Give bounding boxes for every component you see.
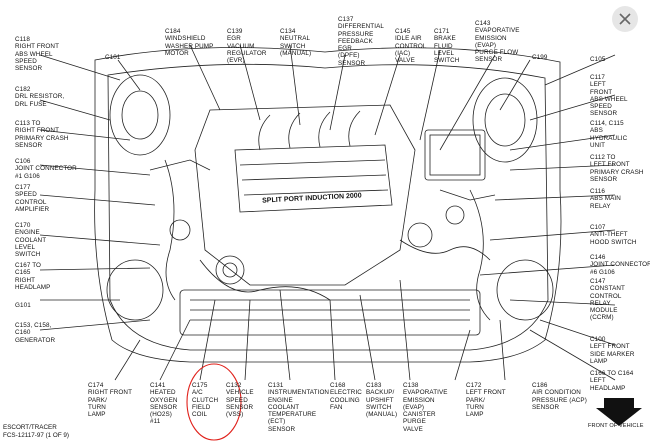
label-c171: C171 BRAKE FLUID LEVEL SWITCH	[434, 28, 460, 65]
label-c112: C112 TO LEFT FRONT PRIMARY CRASH SENSOR	[590, 154, 644, 183]
label-c168: C168 ELECTRIC COOLING FAN	[330, 382, 362, 411]
label-c172: C172 LEFT FRONT PARK/ TURN LAMP	[466, 382, 506, 419]
label-c134: C134 NEUTRAL SWITCH (MANUAL)	[280, 28, 312, 57]
label-g101: G101	[15, 302, 31, 309]
label-c167: C167 TO C165 RIGHT HEADLAMP	[15, 262, 51, 291]
label-c105: C105	[590, 56, 606, 63]
label-c166: C166 TO C164 LEFT HEADLAMP	[590, 370, 634, 392]
label-c138: C138 EVAPORATIVE EMISSION (EVAP) CANISTE…	[403, 382, 448, 433]
label-c100: C100 LEFT FRONT SIDE MARKER LAMP	[590, 336, 635, 365]
label-c114: C114, C115 ABS HYDRAULIC UNIT	[590, 120, 628, 149]
label-c147: C147 CONSTANT CONTROL RELAY MODULE (CCRM…	[590, 278, 625, 322]
label-c153: C153, C158, C160 GENERATOR	[15, 322, 56, 344]
label-c117: C117 LEFT FRONT ABS WHEEL SPEED SENSOR	[590, 74, 628, 118]
label-c186: C186 AIR CONDITION PRESSURE (ACP) SENSOR	[532, 382, 587, 411]
label-c116: C116 ABS MAIN RELAY	[590, 188, 621, 210]
label-c106: C106 JOINT CONNECTOR #1 G106	[15, 158, 77, 180]
front-of-vehicle-label: FRONT OF VEHICLE	[588, 423, 644, 429]
label-c107: C107 ANTI-THEFT HOOD SWITCH	[590, 224, 637, 246]
label-c182: C182 DRL RESISTOR, DRL FUSE	[15, 86, 65, 108]
label-c175: C175 A/C CLUTCH FIELD COIL	[192, 382, 219, 419]
label-c199: C199	[532, 54, 548, 61]
label-c132: C132 VEHICLE SPEED SENSOR (VSS)	[226, 382, 254, 419]
label-c177: C177 SPEED CONTROL AMPLIFIER	[15, 184, 50, 213]
label-c183: C183 BACKUP/ UPSHIFT SWITCH (MANUAL)	[366, 382, 398, 419]
label-c131: C131 INSTRUMENTATION ENGINE COOLANT TEMP…	[268, 382, 330, 433]
front-arrow-icon	[596, 398, 642, 426]
label-c145: C145 IDLE AIR CONTROL (IAC) VALVE	[395, 28, 427, 65]
close-button[interactable]	[612, 6, 638, 32]
close-icon	[619, 13, 631, 25]
label-c146: C146 JOINT CONNECTOR #6 G106	[590, 254, 650, 276]
highlight-circle	[186, 363, 242, 441]
label-c113: C113 TO RIGHT FRONT PRIMARY CRASH SENSOR	[15, 120, 69, 149]
footer-model: ESCORT/TRACER	[3, 424, 57, 431]
label-c141: C141 HEATED OXYGEN SENSOR (HO2S) #11	[150, 382, 178, 426]
label-c101: C101	[105, 54, 121, 61]
label-c170: C170 ENGINE COOLANT LEVEL SWITCH	[15, 222, 47, 259]
label-c143: C143 EVAPORATIVE EMISSION (EVAP) PURGE F…	[475, 20, 520, 64]
label-c184: C184 WINDSHIELD WASHER PUMP MOTOR	[165, 28, 214, 57]
label-c118: C118 RIGHT FRONT ABS WHEEL SPEED SENSOR	[15, 36, 60, 73]
label-c139: C139 EGR VACUUM REGULATOR (EVR)	[227, 28, 267, 65]
label-c137: C137 DIFFERENTIAL PRESSURE FEEDBACK EGR …	[338, 16, 384, 67]
label-c174: C174 RIGHT FRONT PARK/ TURN LAMP	[88, 382, 133, 419]
footer-figure-code: FCS-12117-97 (1 OF 9)	[3, 432, 70, 439]
front-of-vehicle-indicator: FRONT OF VEHICLE	[588, 390, 644, 442]
